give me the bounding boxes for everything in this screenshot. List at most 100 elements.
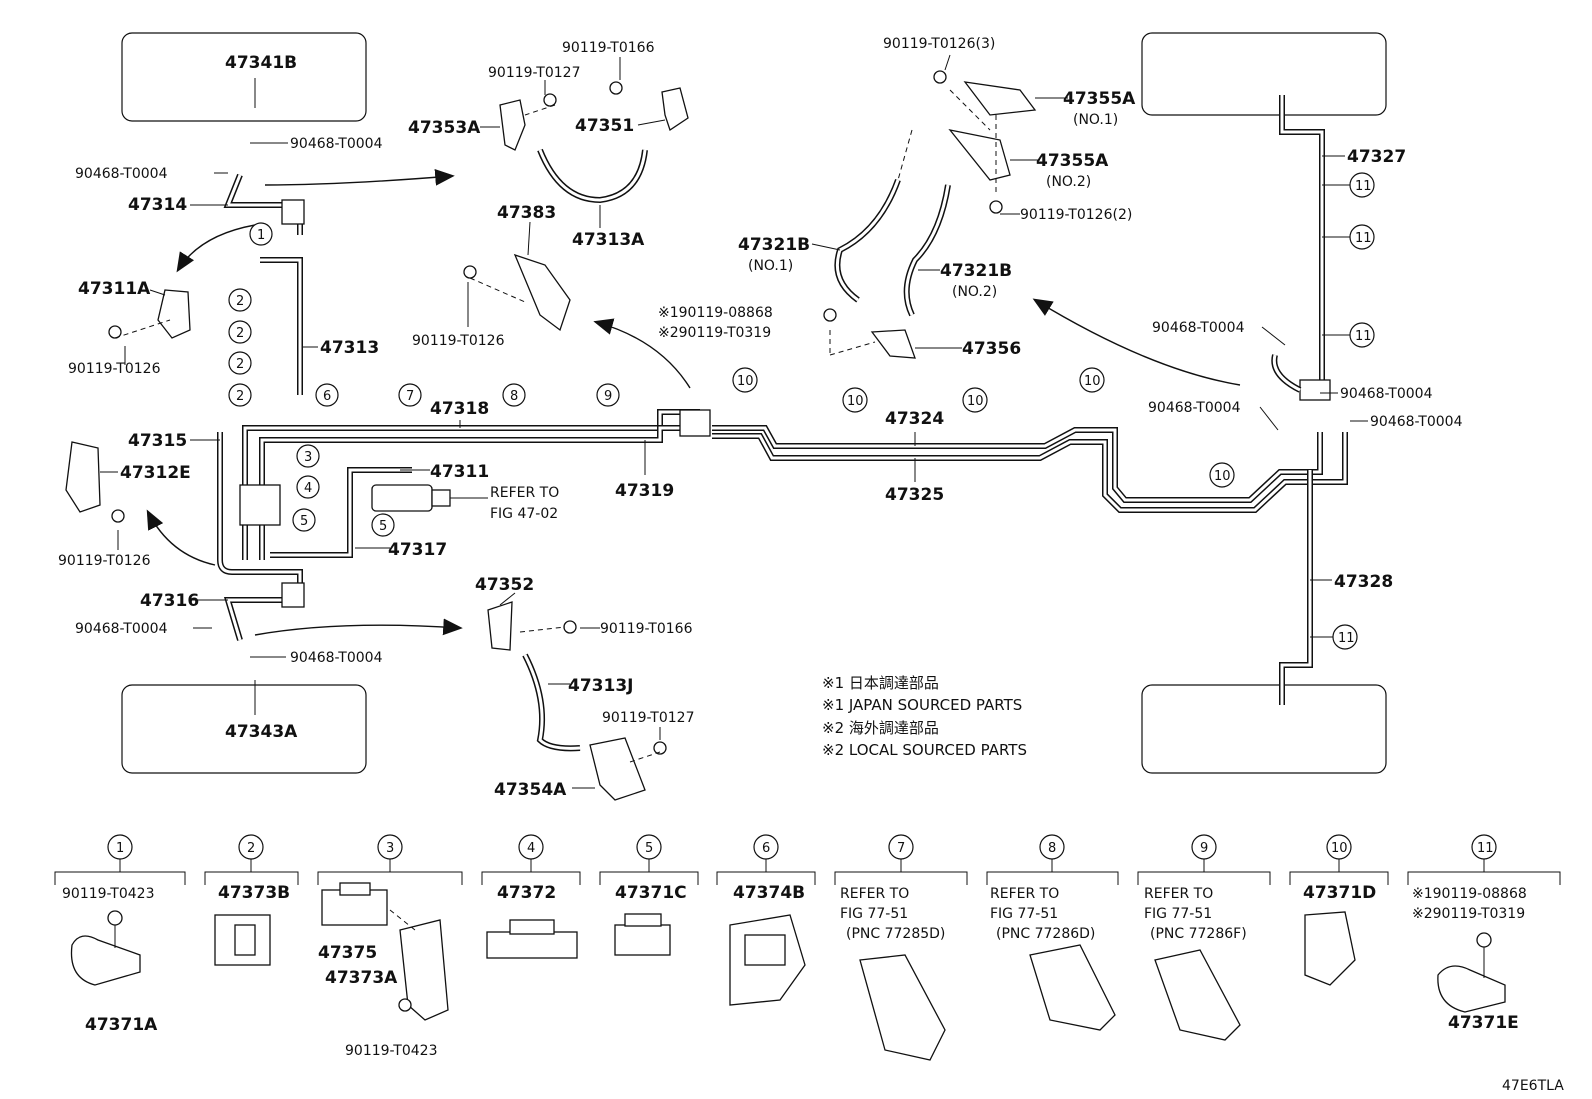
label-47355A-1: 47355A (1063, 89, 1136, 109)
label-47313A: 47313A (572, 230, 645, 250)
area-box-bottom-right (1141, 684, 1387, 774)
legend-callout-10: 10 (1331, 841, 1348, 856)
callout-6: 6 (323, 389, 331, 404)
legend-callout-8: 8 (1048, 841, 1056, 856)
legend-7-line1: REFER TO (840, 886, 909, 902)
callout-11c: 11 (1355, 329, 1372, 344)
label-47311: 47311 (430, 462, 489, 482)
legend-8-line2: FIG 77-51 (990, 906, 1058, 922)
junction-block-right (1299, 379, 1331, 401)
label-no1-b: (NO.1) (748, 258, 793, 274)
assembly-dashes (114, 89, 997, 763)
legend-9-line1: REFER TO (1144, 886, 1213, 902)
label-47321B-2: 47321B (940, 261, 1012, 281)
legend-row: 1 2 3 4 5 6 7 8 9 10 11 90119-T0423 4737… (54, 834, 1561, 1061)
bolt-icons (108, 70, 1003, 755)
label-90468-T0004-a: 90468-T0004 (290, 136, 383, 152)
label-mark2-90119-T0319: ※290119-T0319 (658, 325, 771, 341)
legend-callout-2: 2 (247, 841, 255, 856)
label-47319: 47319 (615, 481, 674, 501)
legend-3-sub3: 90119-T0423 (345, 1043, 437, 1059)
callout-11d: 11 (1338, 631, 1355, 646)
callout-8: 8 (510, 389, 518, 404)
label-47327: 47327 (1347, 147, 1406, 167)
label-47328: 47328 (1334, 572, 1393, 592)
label-90468-T0004-f: 90468-T0004 (1340, 386, 1433, 402)
legend-3-sub2: 47373A (325, 968, 398, 988)
proportioning-valve (239, 484, 488, 526)
callout-2c: 2 (236, 357, 244, 372)
legend-9-line3: (PNC 77286F) (1150, 926, 1247, 942)
label-47321B-1: 47321B (738, 235, 810, 255)
label-90119-T0127-b: 90119-T0127 (602, 710, 694, 726)
label-90119-T0126-3: 90119-T0126(3) (883, 36, 995, 52)
legend-callout-6: 6 (762, 841, 770, 856)
legend-11-line1: ※190119-08868 (1412, 886, 1527, 902)
legend-callout-7: 7 (897, 841, 905, 856)
label-47324: 47324 (885, 409, 944, 429)
label-47352: 47352 (475, 575, 534, 595)
legend-9-line2: FIG 77-51 (1144, 906, 1212, 922)
label-no2-a: (NO.2) (1046, 174, 1091, 190)
legend-3-sub1: 47375 (318, 943, 377, 963)
callout-11b: 11 (1355, 231, 1372, 246)
legend-8-line3: (PNC 77286D) (996, 926, 1095, 942)
legend-7-line3: (PNC 77285D) (846, 926, 945, 942)
area-box-bottom-left (121, 684, 367, 774)
hose-47313A (537, 148, 648, 204)
label-47313J: 47313J (568, 676, 633, 696)
callout-4: 4 (304, 481, 312, 496)
figure-code: 47E6TLA (1502, 1078, 1564, 1094)
label-90468-T0004-h: 90468-T0004 (1370, 414, 1463, 430)
legend-callout-11: 11 (1477, 841, 1494, 856)
label-47318: 47318 (430, 399, 489, 419)
legend-callout-9: 9 (1200, 841, 1208, 856)
hose-47321B-2 (903, 184, 951, 317)
callout-7: 7 (406, 389, 414, 404)
label-47312E: 47312E (120, 463, 191, 483)
callout-5b: 5 (379, 519, 387, 534)
note-japan-sourced-en: ※1 JAPAN SOURCED PARTS (822, 696, 1022, 714)
label-47315: 47315 (128, 431, 187, 451)
area-box-top-right (1141, 32, 1387, 116)
label-47316: 47316 (140, 591, 199, 611)
label-47341B: 47341B (225, 53, 297, 73)
clip-illustrations (70, 882, 1506, 1061)
label-47317: 47317 (388, 540, 447, 560)
callout-3: 3 (304, 450, 312, 465)
junction-block-center (679, 409, 711, 437)
callout-markers: 1 2 2 2 2 6 7 8 9 3 4 5 5 10 10 10 10 10… (228, 172, 1375, 650)
legend-callout-3: 3 (386, 841, 394, 856)
area-box-top-left (121, 32, 367, 122)
label-90468-T0004-g: 90468-T0004 (1148, 400, 1241, 416)
label-47355A-2: 47355A (1036, 151, 1109, 171)
callout-1: 1 (257, 228, 265, 243)
label-90468-T0004-b: 90468-T0004 (75, 166, 168, 182)
junction-block-left (281, 199, 305, 225)
label-90468-T0004-c: 90468-T0004 (75, 621, 168, 637)
label-47351: 47351 (575, 116, 634, 136)
junction-block-bottom-left (281, 582, 305, 608)
label-47383: 47383 (497, 203, 556, 223)
label-refer-fig-47-02-line2: FIG 47-02 (490, 506, 558, 522)
legend-5-part: 47371C (615, 883, 687, 903)
callout-10a: 10 (737, 374, 754, 389)
pipe-routes (217, 95, 1348, 705)
legend-1-part: 90119-T0423 (62, 886, 154, 902)
label-refer-fig-47-02-line1: REFER TO (490, 485, 559, 501)
label-47354A: 47354A (494, 780, 567, 800)
note-local-sourced-jp: ※2 海外調達部品 (822, 719, 939, 737)
bracket-parts (65, 81, 1037, 801)
callout-10d: 10 (1084, 374, 1101, 389)
legend-11-sub: 47371E (1448, 1013, 1519, 1033)
legend-callout-1: 1 (116, 841, 124, 856)
label-47356: 47356 (962, 339, 1021, 359)
legend-callout-5: 5 (645, 841, 653, 856)
label-47314: 47314 (128, 195, 187, 215)
label-90119-T0126-b: 90119-T0126 (58, 553, 151, 569)
label-47353A: 47353A (408, 118, 481, 138)
label-90119-T0127-a: 90119-T0127 (488, 65, 580, 81)
callout-10e: 10 (1214, 469, 1231, 484)
legend-callout-4: 4 (527, 841, 535, 856)
label-no2-b: (NO.2) (952, 284, 997, 300)
